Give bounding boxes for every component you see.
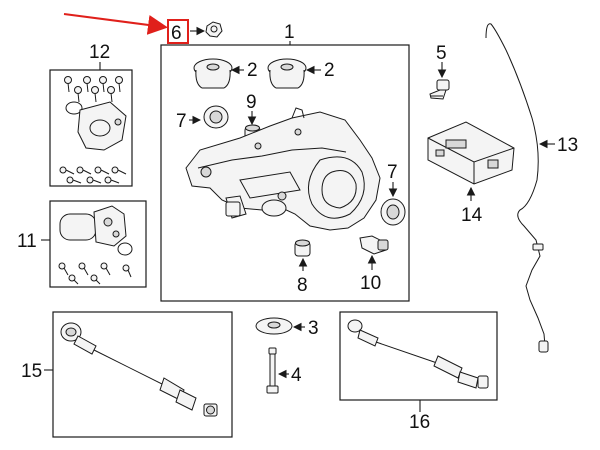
actuator-cover-12 [77, 101, 127, 151]
front-axle-shaft-frame [52, 311, 233, 438]
callout-5[interactable]: 5 [436, 43, 447, 64]
sensor-wire-13 [485, 23, 549, 353]
motor-actuator-11 [59, 205, 127, 247]
callout-3[interactable]: 3 [308, 318, 319, 339]
callout-6[interactable]: 6 [171, 23, 182, 44]
o-ring-12 [65, 101, 83, 115]
callout-10[interactable]: 10 [360, 273, 381, 294]
bolt-part-5 [429, 79, 450, 100]
callout-9[interactable]: 9 [246, 92, 257, 113]
callout-15[interactable]: 15 [21, 361, 42, 382]
callout-2-right[interactable]: 2 [324, 60, 335, 81]
o-ring-11 [117, 242, 133, 256]
bushing-part-8 [294, 239, 311, 257]
bolt-part-4 [266, 347, 279, 394]
mount-bushing-right [267, 58, 307, 89]
callout-2-left[interactable]: 2 [247, 60, 258, 81]
highlight-box [167, 19, 189, 44]
bolt-row-12 [59, 166, 127, 184]
callout-7-left[interactable]: 7 [176, 111, 187, 132]
nut-part-6 [205, 21, 223, 38]
callout-16[interactable]: 16 [409, 412, 430, 433]
callout-4[interactable]: 4 [291, 365, 302, 386]
motor-kit-frame [49, 200, 147, 288]
control-module-14 [427, 121, 515, 185]
highlight-arrow [63, 13, 168, 35]
axle-shaft-16 [347, 319, 489, 389]
axle-shaft-15 [60, 322, 218, 417]
washer-part-3 [255, 317, 293, 335]
sensor-part-10 [359, 235, 389, 255]
seal-right [380, 198, 406, 226]
differential-assembly-frame [160, 44, 410, 302]
callout-11[interactable]: 11 [17, 231, 37, 252]
callout-13[interactable]: 13 [557, 135, 578, 156]
seal-left [203, 105, 229, 129]
callout-8[interactable]: 8 [297, 275, 308, 296]
actuator-kit-frame [49, 69, 133, 187]
callout-1[interactable]: 1 [284, 22, 295, 43]
mount-bushing-left [193, 58, 233, 89]
callout-14[interactable]: 14 [461, 205, 483, 226]
bolt-row-11 [58, 262, 132, 285]
callout-12[interactable]: 12 [89, 42, 110, 63]
callout-7-right[interactable]: 7 [387, 162, 398, 183]
bolt-set-12 [64, 76, 123, 103]
differential-housing [185, 107, 381, 231]
rear-axle-shaft-frame [339, 311, 498, 401]
